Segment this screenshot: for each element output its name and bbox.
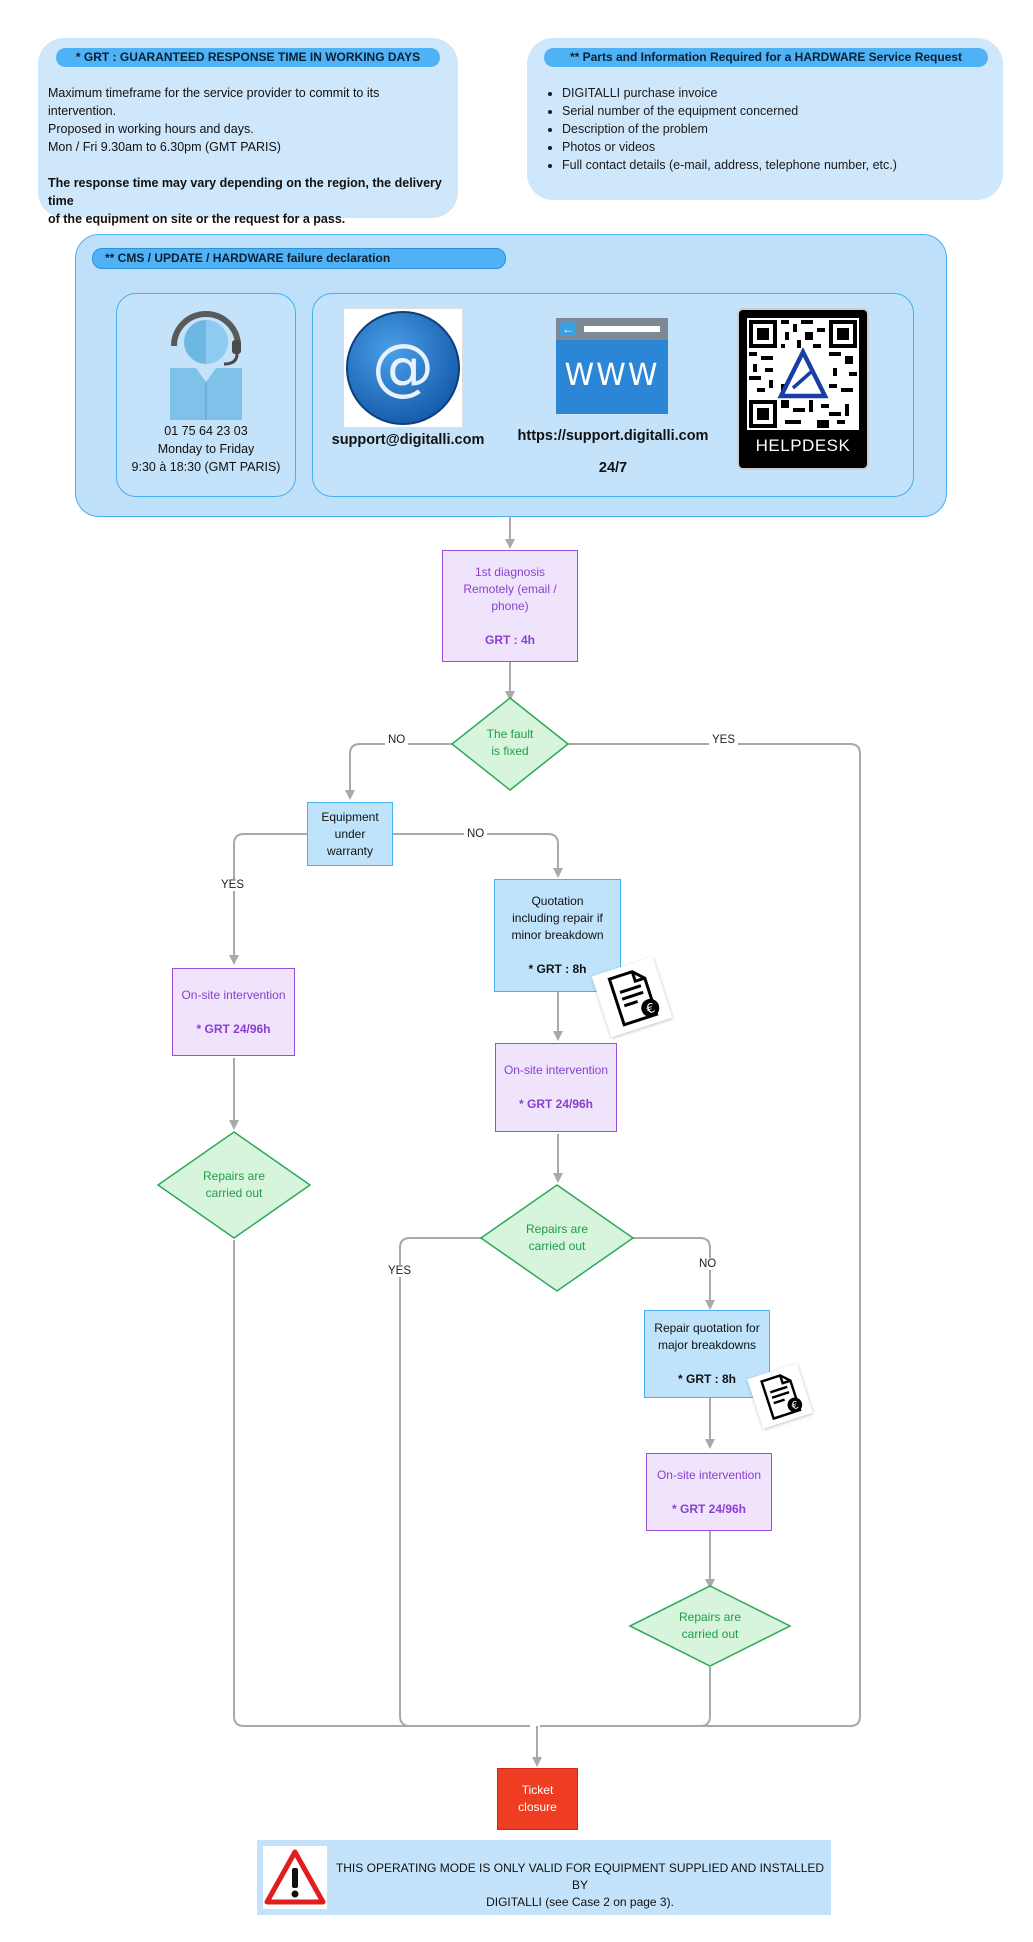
onsite-intervention-middle: On-site intervention * GRT 24/96h	[495, 1043, 617, 1132]
www-browser-icon: ← WWW	[556, 318, 668, 414]
warning-text: THIS OPERATING MODE IS ONLY VALID FOR EQ…	[333, 1860, 827, 1911]
list-item: Photos or videos	[562, 138, 1012, 156]
first-diagnosis-step: 1st diagnosis Remotely (email / phone) G…	[442, 550, 578, 662]
qr-pattern	[749, 320, 857, 428]
closure-line-2: closure	[518, 1800, 557, 1814]
warning-line-1: THIS OPERATING MODE IS ONLY VALID FOR EQ…	[335, 1861, 825, 1892]
list-item: Description of the problem	[562, 120, 1012, 138]
phone-number[interactable]: 01 75 64 23 03	[164, 424, 248, 438]
onsite-intervention-left: On-site intervention * GRT 24/96h	[172, 968, 295, 1056]
warranty-line-2: under	[334, 826, 366, 841]
ticket-closure: Ticket closure	[497, 1768, 578, 1830]
grt-text: Maximum timeframe for the service provid…	[48, 84, 453, 228]
edge-label-no: NO	[696, 1258, 720, 1270]
website-url[interactable]: https://support.digitalli.com	[517, 428, 709, 444]
phone-box: 01 75 64 23 03 Monday to Friday 9:30 à 1…	[116, 293, 296, 497]
quote-line-1: Quotation	[531, 894, 584, 908]
quote-grt: * GRT : 8h	[528, 962, 587, 976]
svg-text:€: €	[790, 1399, 800, 1413]
invoice-euro-icon: €	[747, 1363, 813, 1429]
quote-line-2: including repair if	[512, 911, 603, 925]
repairs-label-right: Repairs are carried out	[660, 1609, 760, 1643]
edge-label-yes: YES	[218, 879, 248, 891]
list-item: Serial number of the equipment concerned	[562, 102, 1012, 120]
diagnosis-grt: GRT : 4h	[485, 632, 535, 647]
warranty-check: Equipment under warranty	[307, 802, 393, 866]
diagnosis-line-2: Remotely (email /	[463, 581, 557, 596]
repair-quote-line-1: Repair quotation for	[654, 1321, 760, 1335]
repairs-line-2: carried out	[681, 1627, 739, 1641]
grt-line-1: Maximum timeframe for the service provid…	[48, 86, 380, 100]
grt-bold-2: of the equipment on site or the request …	[48, 212, 346, 226]
phone-contact: 01 75 64 23 03 Monday to Friday 9:30 à 1…	[117, 422, 295, 476]
parts-title: ** Parts and Information Required for a …	[544, 48, 988, 67]
diagnosis-line-1: 1st diagnosis	[474, 564, 546, 579]
repairs-line-2: carried out	[205, 1186, 263, 1200]
repairs-line-1: Repairs are	[202, 1169, 266, 1183]
onsite-label: On-site intervention	[656, 1467, 762, 1482]
repairs-line-1: Repairs are	[678, 1610, 742, 1624]
support-days: Monday to Friday	[157, 442, 255, 456]
list-item: Full contact details (e-mail, address, t…	[562, 156, 1012, 174]
svg-text:@: @	[372, 330, 434, 403]
grt-bold-1: The response time may vary depending on …	[48, 176, 442, 208]
edge-label-no: NO	[464, 828, 488, 840]
grt-title: * GRT : GUARANTEED RESPONSE TIME IN WORK…	[56, 48, 440, 67]
parts-panel: ** Parts and Information Required for a …	[527, 38, 1003, 200]
repairs-label-left: Repairs are carried out	[184, 1168, 284, 1202]
edge-label-yes: YES	[385, 1265, 415, 1277]
svg-text:€: €	[644, 1001, 657, 1018]
onsite-intervention-right: On-site intervention * GRT 24/96h	[646, 1453, 772, 1531]
parts-list: DIGITALLI purchase invoice Serial number…	[544, 84, 1012, 174]
repairs-decision-right	[628, 1585, 792, 1667]
declaration-panel: ** CMS / UPDATE / HARDWARE failure decla…	[75, 234, 947, 517]
edge-label-yes: YES	[709, 734, 739, 746]
onsite-grt: * GRT 24/96h	[518, 1097, 594, 1111]
repair-quote-line-2: major breakdowns	[657, 1338, 757, 1352]
repairs-line-1: Repairs are	[525, 1222, 589, 1236]
edge-label-no: NO	[385, 734, 409, 746]
availability: 24/7	[598, 460, 628, 476]
warning-banner: THIS OPERATING MODE IS ONLY VALID FOR EQ…	[257, 1840, 831, 1915]
warning-triangle-icon	[264, 1849, 326, 1905]
repairs-decision-middle	[479, 1184, 635, 1292]
closure-line-1: Ticket	[521, 1783, 554, 1797]
grt-line-3: Proposed in working hours and days.	[48, 122, 254, 136]
onsite-grt: * GRT 24/96h	[196, 1021, 271, 1036]
warranty-line-3: warranty	[326, 843, 373, 858]
repairs-label-middle: Repairs are carried out	[507, 1221, 607, 1255]
fault-fixed-label: The fault is fixed	[462, 726, 558, 760]
warranty-line-1: Equipment	[321, 809, 379, 824]
onsite-label: On-site intervention	[503, 1063, 609, 1077]
repairs-line-2: carried out	[528, 1239, 586, 1253]
headset-agent-icon	[170, 311, 242, 420]
onsite-grt: * GRT 24/96h	[671, 1501, 747, 1516]
onsite-label: On-site intervention	[181, 987, 286, 1002]
qr-label: HELPDESK	[755, 436, 851, 455]
email-address[interactable]: support@digitalli.com	[331, 432, 485, 448]
email-icon-tile: @	[343, 308, 463, 428]
fault-fixed-decision	[450, 697, 570, 791]
invoice-euro-icon: €	[591, 956, 673, 1038]
list-item: DIGITALLI purchase invoice	[562, 84, 1012, 102]
fault-fixed-line-1: The fault	[486, 727, 534, 741]
grt-line-2: intervention.	[48, 104, 117, 118]
fault-fixed-line-2: is fixed	[491, 744, 529, 758]
support-hours: 9:30 à 18:30 (GMT PARIS)	[131, 460, 281, 474]
email-at-icon: @	[346, 311, 460, 425]
warning-line-2: DIGITALLI (see Case 2 on page 3).	[486, 1895, 674, 1909]
www-icon-label: WWW	[564, 358, 660, 393]
grt-line-4: Mon / Fri 9.30am to 6.30pm (GMT PARIS)	[48, 140, 281, 154]
online-box: @ support@digitalli.com ← WWW https://su…	[312, 293, 914, 497]
warning-icon-tile	[263, 1846, 327, 1909]
grt-panel: * GRT : GUARANTEED RESPONSE TIME IN WORK…	[38, 38, 458, 226]
repairs-decision-left	[156, 1131, 312, 1239]
repair-quote-grt: * GRT : 8h	[677, 1372, 736, 1386]
declaration-title: ** CMS / UPDATE / HARDWARE failure decla…	[92, 248, 506, 269]
qr-code-icon[interactable]: HELPDESK	[737, 308, 869, 470]
quote-line-3: minor breakdown	[511, 928, 604, 942]
diagnosis-line-3: phone)	[491, 598, 529, 613]
